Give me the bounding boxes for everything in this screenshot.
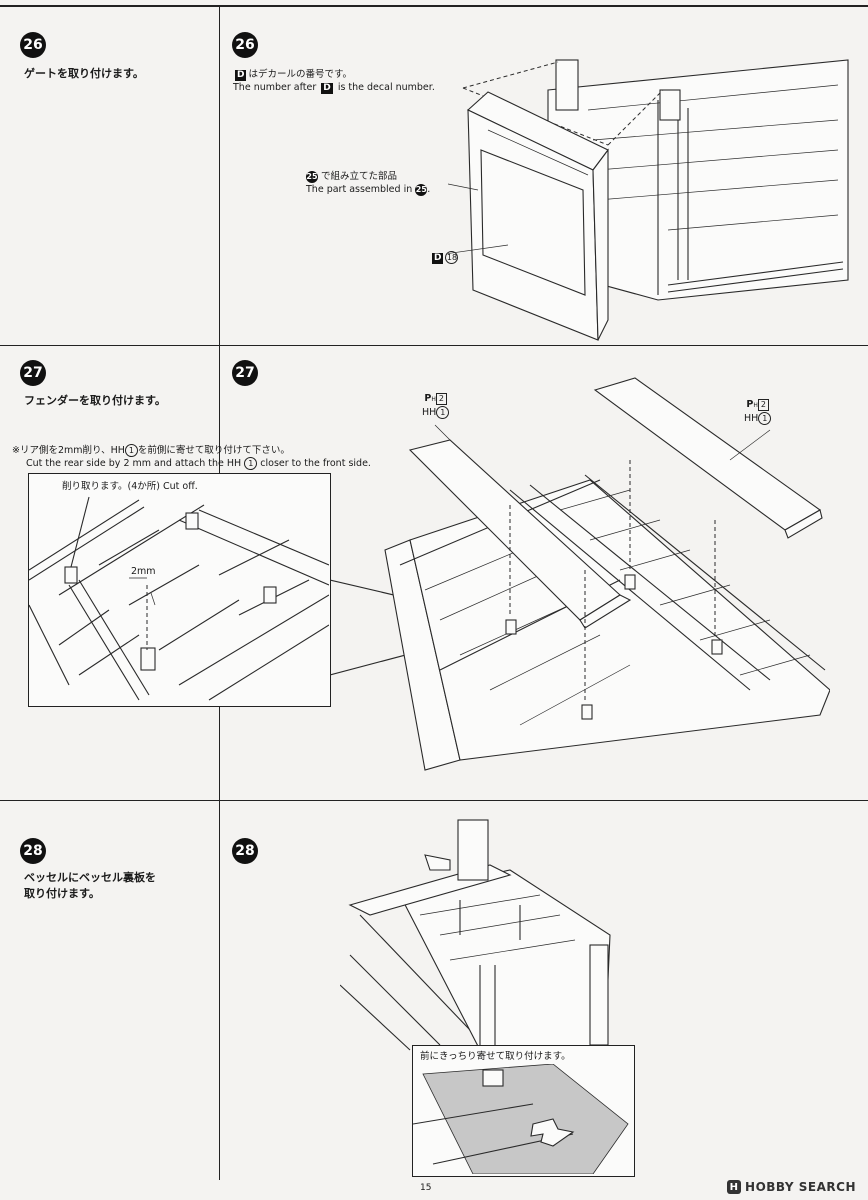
note-hh-num: 1 xyxy=(124,444,138,457)
note-jp-a: ※リア側を2mm削り、HH xyxy=(12,445,125,456)
decal-note-en-b: is the decal number. xyxy=(337,82,435,93)
decal-letter-box-en: D xyxy=(321,83,333,94)
cut-off-label: 削り取ります。(4か所) Cut off. xyxy=(62,481,198,492)
inset-detail-drawing xyxy=(413,1064,629,1174)
note-en-a: Cut the rear side by 2 mm and attach the… xyxy=(26,458,242,469)
decal-callout-letter: D xyxy=(432,253,444,264)
cut-dimension: 2mm xyxy=(131,566,156,577)
part-num: 2 xyxy=(435,392,447,405)
row-divider-2 xyxy=(0,800,868,801)
cut-detail-inset xyxy=(28,473,331,707)
step-26-badge-left: 26 xyxy=(20,32,46,58)
hobby-search-logo: H HOBBY SEARCH xyxy=(727,1180,856,1194)
assembled-part-label: 25 で組み立てた部品 The part assembled in 25. xyxy=(306,170,431,196)
step-28-instruction: ベッセルにベッセル裏板を 取り付けます。 xyxy=(24,870,156,902)
note-en-hh-num: 1 xyxy=(244,457,258,470)
assembled-jp: で組み立てた部品 xyxy=(321,171,398,182)
step-26-gate-drawing xyxy=(448,59,849,341)
step-27-badge-left: 27 xyxy=(20,360,46,386)
top-border xyxy=(0,5,868,7)
decal-note-en-a: The number after xyxy=(233,82,317,93)
step-28-badge-left: 28 xyxy=(20,838,46,864)
part-p-r: P xyxy=(746,399,754,410)
ref-step-badge: 25 xyxy=(306,170,318,183)
logo-text: HOBBY SEARCH xyxy=(745,1180,856,1194)
step-28-line1: ベッセルにベッセル裏板を xyxy=(24,871,156,884)
inset-note: 前にきっちり寄せて取り付けます。 xyxy=(420,1051,571,1062)
row-divider-1 xyxy=(0,345,868,346)
part-h-r: H xyxy=(753,402,758,409)
step-28-badge-right: 28 xyxy=(232,838,258,864)
step-27-badge-right: 27 xyxy=(232,360,258,386)
hh-num: 1 xyxy=(436,406,450,419)
logo-mark-icon: H xyxy=(727,1180,742,1194)
decal-note-jp: はデカールの番号です。 xyxy=(248,69,353,80)
step-28-line2: 取り付けます。 xyxy=(24,887,100,900)
decal-callout-num: 18 xyxy=(445,251,459,264)
assembled-en: The part assembled in xyxy=(306,184,413,195)
part-h: H xyxy=(431,396,436,403)
step-28-vessel-drawing xyxy=(340,819,611,1051)
step-27-fender-drawing xyxy=(330,377,830,771)
step-26-instruction: ゲートを取り付けます。 xyxy=(24,67,144,80)
hh-num-r: 1 xyxy=(758,412,772,425)
part-p: P xyxy=(424,393,432,404)
step-27-instruction: フェンダーを取り付けます。 xyxy=(24,394,166,407)
page-number: 15 xyxy=(420,1183,432,1193)
step-26-badge-right: 26 xyxy=(232,32,258,58)
ref-step-badge-en: 25 xyxy=(415,183,428,196)
hh-label: HH xyxy=(422,407,437,418)
note-jp-b: を前側に寄せて取り付けて下さい。 xyxy=(137,445,290,456)
decal-letter-box: D xyxy=(235,70,247,81)
cut-detail-drawing xyxy=(29,496,329,701)
hh-label-r: HH xyxy=(744,413,759,424)
part-num-r: 2 xyxy=(757,398,769,411)
note-en-b: closer to the front side. xyxy=(260,458,371,469)
